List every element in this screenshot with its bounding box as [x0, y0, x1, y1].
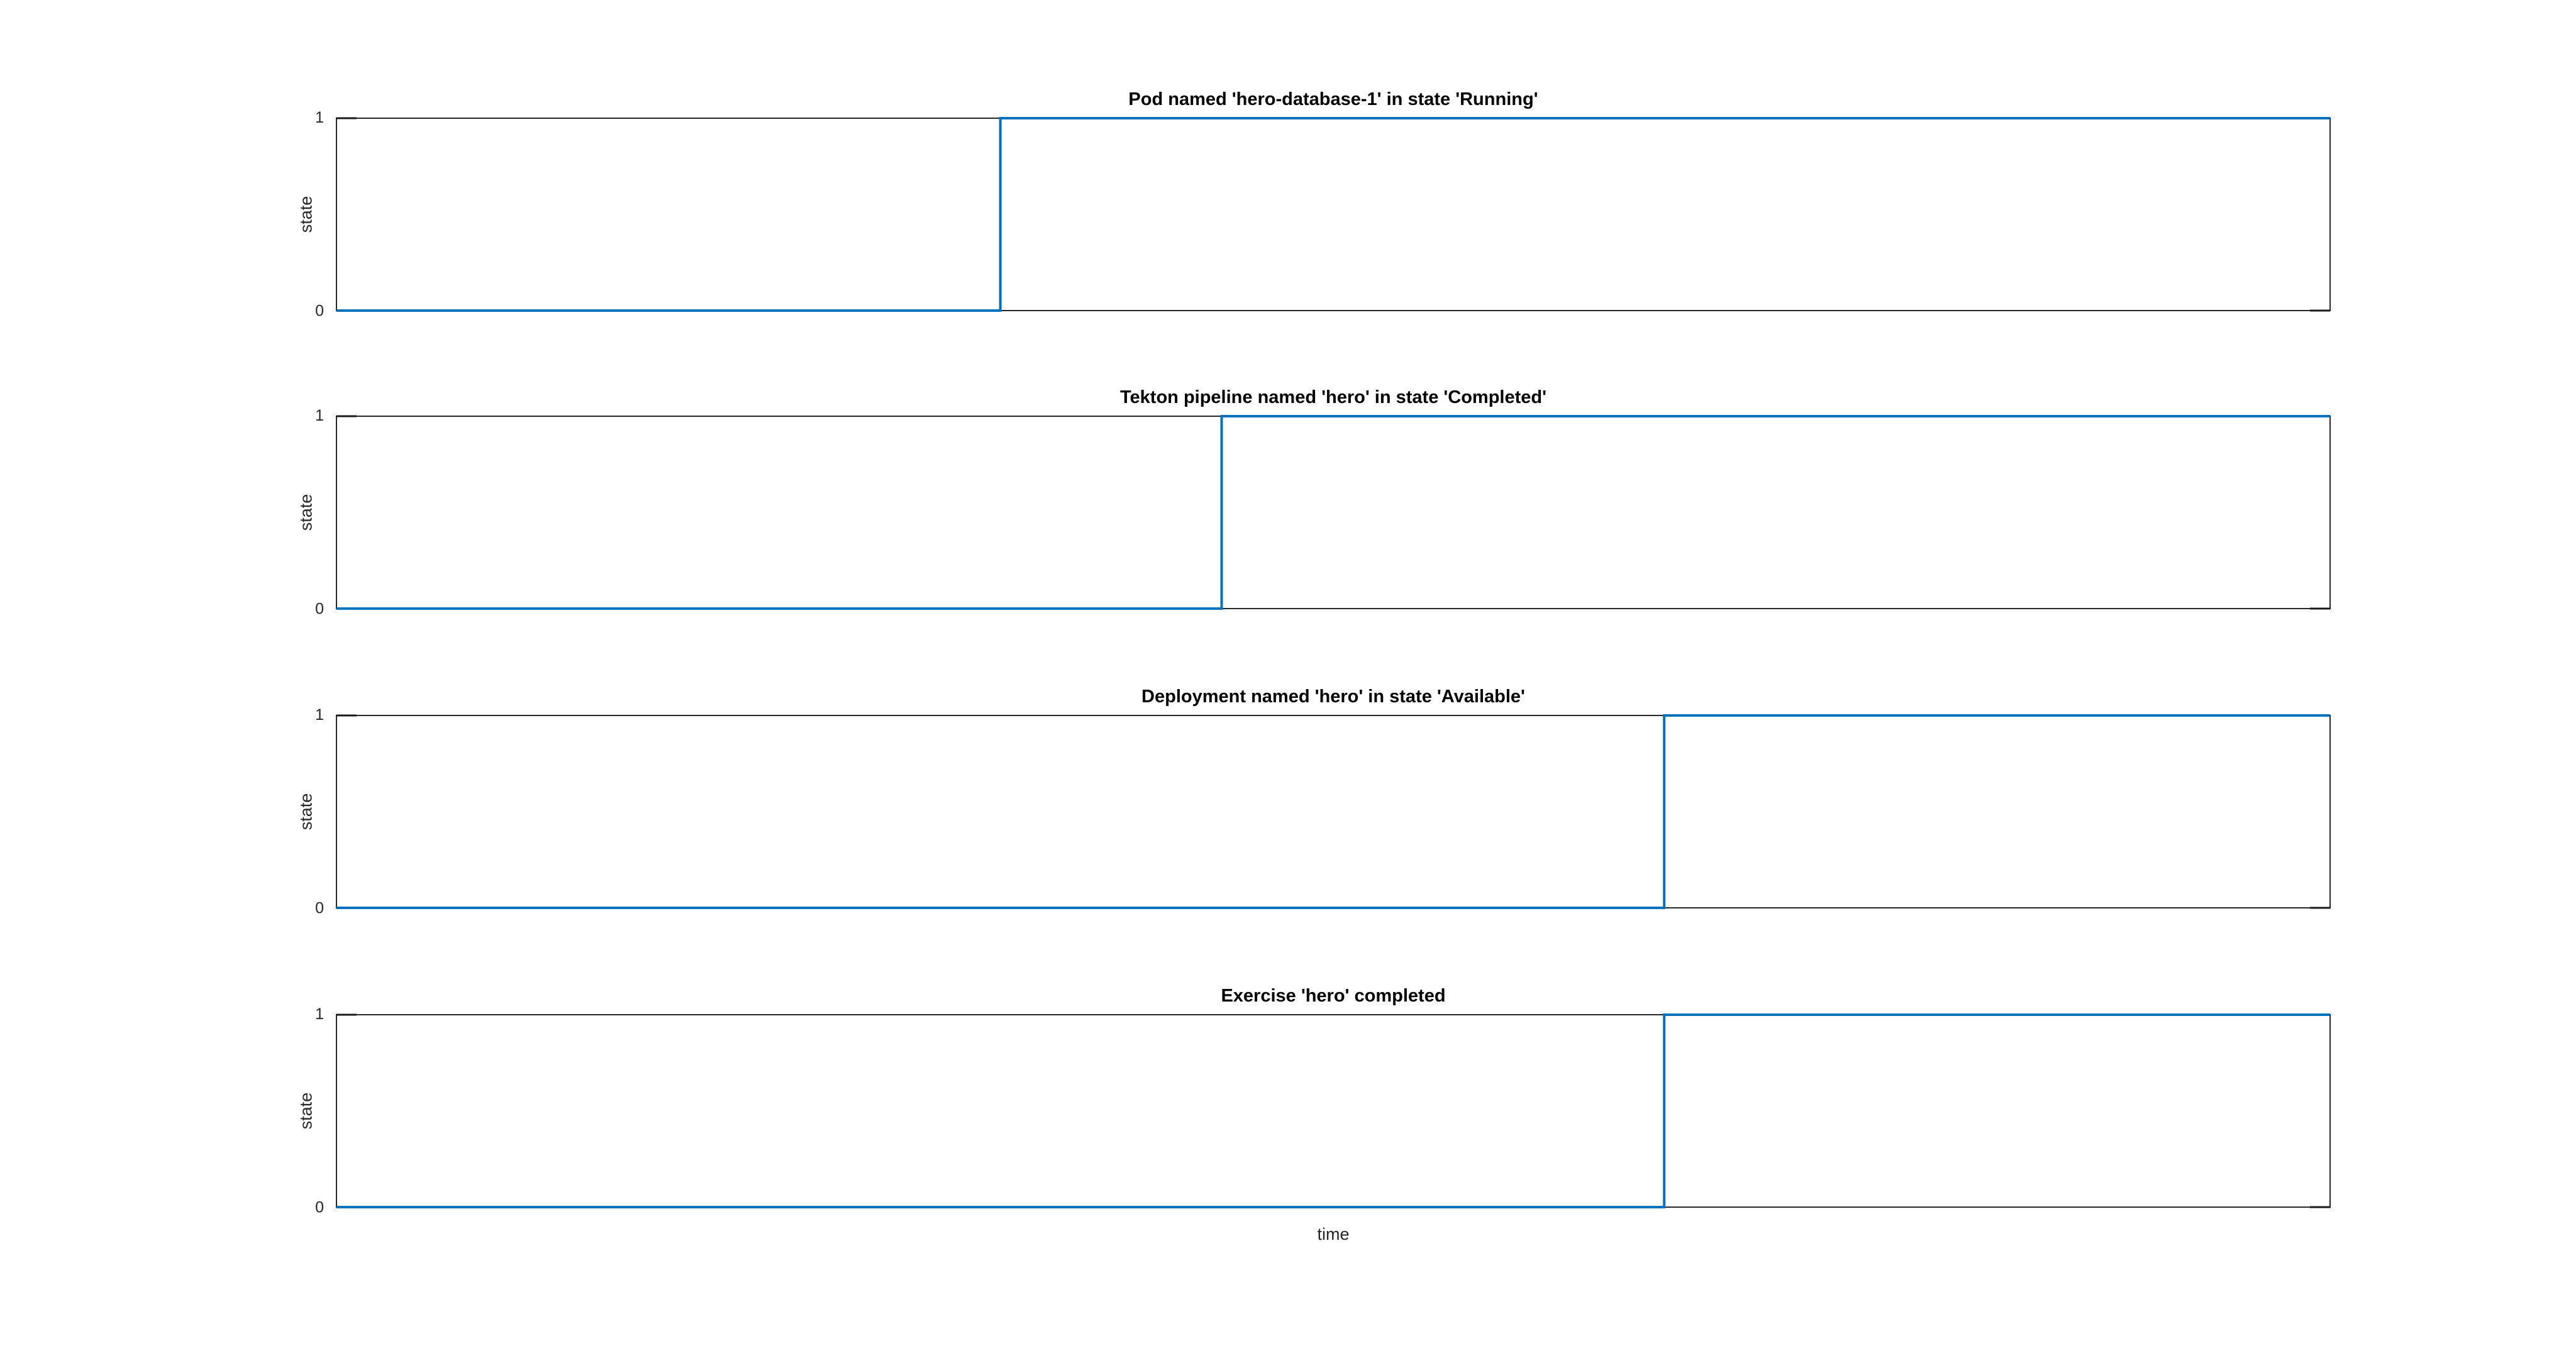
- subplot-tekton-pipeline-completed: Tekton pipeline named 'hero' in state 'C…: [297, 387, 2331, 617]
- subplot-exercise-completed: Exercise 'hero' completed 1 0 state: [297, 986, 2331, 1215]
- y-axis-label: state: [296, 196, 316, 233]
- y-tick-label-1: 1: [315, 705, 324, 724]
- y-tick-label-1: 1: [315, 108, 324, 126]
- subplot-title: Deployment named 'hero' in state 'Availa…: [1141, 687, 1525, 707]
- y-tick-label-1: 1: [315, 1005, 324, 1023]
- step-chart: [336, 117, 2331, 312]
- y-axis-label: state: [296, 1092, 316, 1130]
- y-tick-label-1: 1: [315, 406, 324, 424]
- subplot-title: Pod named 'hero-database-1' in state 'Ru…: [1128, 89, 1538, 110]
- y-tick-label-0: 0: [315, 899, 324, 917]
- step-chart: [336, 415, 2331, 610]
- subplot-title: Tekton pipeline named 'hero' in state 'C…: [1119, 387, 1547, 408]
- y-axis-label: state: [296, 793, 316, 831]
- y-tick-label-0: 0: [315, 1198, 324, 1217]
- y-tick-label-0: 0: [315, 600, 324, 618]
- subplot-title: Exercise 'hero' completed: [1221, 986, 1446, 1007]
- x-axis-label: time: [1317, 1225, 1350, 1244]
- y-tick-label-0: 0: [315, 302, 324, 320]
- subplot-pod-running: Pod named 'hero-database-1' in state 'Ru…: [297, 89, 2331, 319]
- step-chart: [336, 1013, 2331, 1208]
- subplot-deployment-available: Deployment named 'hero' in state 'Availa…: [297, 687, 2331, 916]
- y-axis-label: state: [296, 494, 316, 531]
- step-chart: [336, 714, 2331, 909]
